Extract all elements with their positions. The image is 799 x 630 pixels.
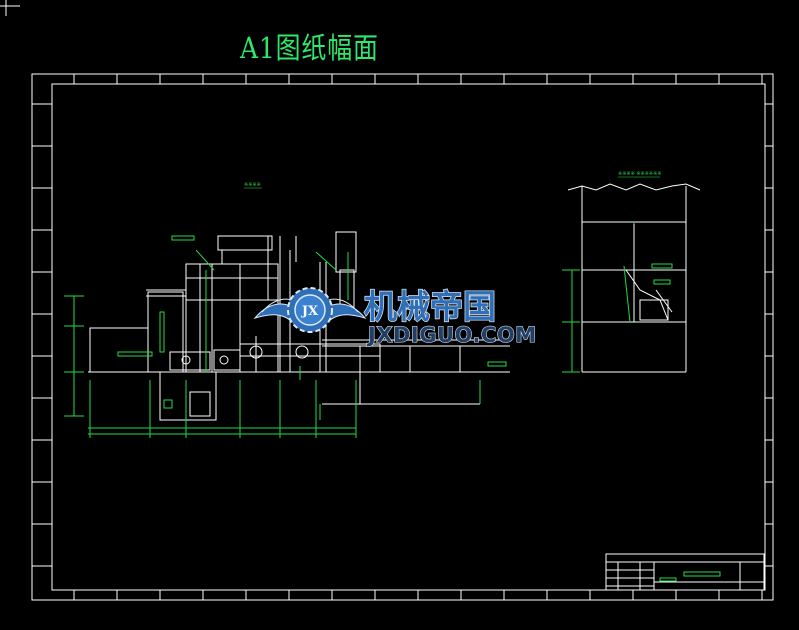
side-view (567, 183, 701, 373)
gear-icon: JX (287, 287, 333, 333)
side-view-caption: ※※※※ ※※※※※※ (618, 171, 661, 178)
emblem-letters: JX (301, 304, 319, 319)
front-view-label: ※※※※ (244, 182, 261, 188)
title: A1图纸幅面 (240, 31, 379, 65)
side-view-dimensions (562, 222, 673, 373)
front-view-caption: ※※※※ (244, 182, 262, 189)
watermark: JX 机械帝国 JXDIGUO.COM (253, 286, 537, 348)
sheet-outer-border (31, 73, 774, 601)
side-view-label: ※※※※ ※※※※※※ (618, 171, 661, 177)
front-view-dimensions (64, 235, 507, 438)
watermark-brand-en: JXDIGUO.COM (366, 323, 537, 347)
sheet-inner-frame (51, 83, 766, 591)
corner-cross-icon (0, 0, 20, 16)
watermark-brand-cn: 机械帝国 (364, 287, 496, 326)
frame-ticks (32, 74, 773, 600)
front-view (88, 231, 510, 421)
title-block (605, 553, 765, 591)
